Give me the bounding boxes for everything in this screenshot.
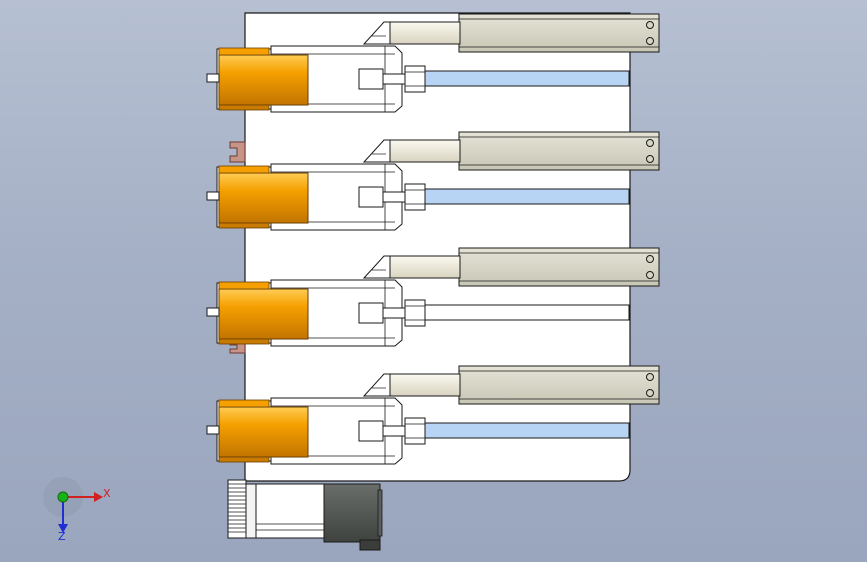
- axis-z-label: Z: [58, 530, 66, 543]
- slide-rail: [458, 247, 660, 287]
- fitting-body: [404, 183, 426, 211]
- cylinder-cap: [218, 47, 270, 56]
- pneumatic-cylinder: [218, 54, 309, 106]
- angle-bracket: [362, 255, 391, 279]
- motor-assembly[interactable]: [227, 479, 383, 551]
- cylinder-pin: [206, 425, 220, 435]
- cylinder-cap: [218, 222, 270, 229]
- cylinder-pin: [206, 191, 220, 201]
- slide-rail: [458, 131, 660, 171]
- bracket-upper: [229, 141, 246, 163]
- guide-strip: [424, 422, 630, 439]
- mount-hole-icon: [646, 271, 654, 279]
- cylinder-cap: [218, 338, 270, 345]
- fitting-body: [404, 417, 426, 445]
- fitting-stem: [382, 73, 406, 85]
- angle-bracket: [362, 21, 391, 45]
- cylinder-cap: [218, 456, 270, 463]
- mount-hole-icon: [646, 155, 654, 163]
- piston-rod: [385, 139, 461, 163]
- base-plate[interactable]: [244, 12, 631, 482]
- coordinate-triad: [43, 477, 103, 533]
- mount-hole-icon: [646, 373, 654, 381]
- motor-body: [323, 483, 381, 543]
- cylinder-cap: [218, 399, 270, 408]
- piston-rod: [385, 255, 461, 279]
- guide-strip: [424, 188, 630, 205]
- fitting-stem: [382, 425, 406, 437]
- cylinder-pin: [206, 307, 220, 317]
- module-4[interactable]: [206, 365, 660, 465]
- axis-z-arrow-icon: [58, 524, 68, 533]
- angle-bracket: [362, 139, 391, 163]
- mount-hole-icon: [646, 389, 654, 397]
- guide-strip: [424, 304, 630, 321]
- fitting-nut: [358, 302, 384, 324]
- axis-x-label: X: [103, 487, 111, 500]
- module-1[interactable]: [206, 13, 660, 113]
- cylinder-cap: [218, 165, 270, 174]
- mount-hole-icon: [646, 21, 654, 29]
- fitting-stem: [382, 191, 406, 203]
- piston-rod: [385, 373, 461, 397]
- mount-hole-icon: [646, 255, 654, 263]
- fitting-nut: [358, 68, 384, 90]
- axis-y-icon: [57, 491, 69, 503]
- slide-rail: [458, 13, 660, 53]
- fitting-body: [404, 299, 426, 327]
- fitting-stem: [382, 307, 406, 319]
- axis-x-arrow-icon: [94, 492, 103, 502]
- slide-rail: [458, 365, 660, 405]
- pneumatic-cylinder: [218, 406, 309, 458]
- pneumatic-cylinder: [218, 172, 309, 224]
- mount-hole-icon: [646, 139, 654, 147]
- pneumatic-cylinder: [218, 288, 309, 340]
- cylinder-pin: [206, 73, 220, 83]
- cylinder-cap: [218, 281, 270, 290]
- fitting-nut: [358, 186, 384, 208]
- piston-rod: [385, 21, 461, 45]
- fitting-nut: [358, 420, 384, 442]
- module-2[interactable]: [206, 131, 660, 231]
- mount-hole-icon: [646, 37, 654, 45]
- guide-strip: [424, 70, 630, 87]
- angle-bracket: [362, 373, 391, 397]
- gear-teeth: [228, 483, 246, 533]
- module-3[interactable]: [206, 247, 660, 347]
- fitting-body: [404, 65, 426, 93]
- cylinder-cap: [218, 104, 270, 111]
